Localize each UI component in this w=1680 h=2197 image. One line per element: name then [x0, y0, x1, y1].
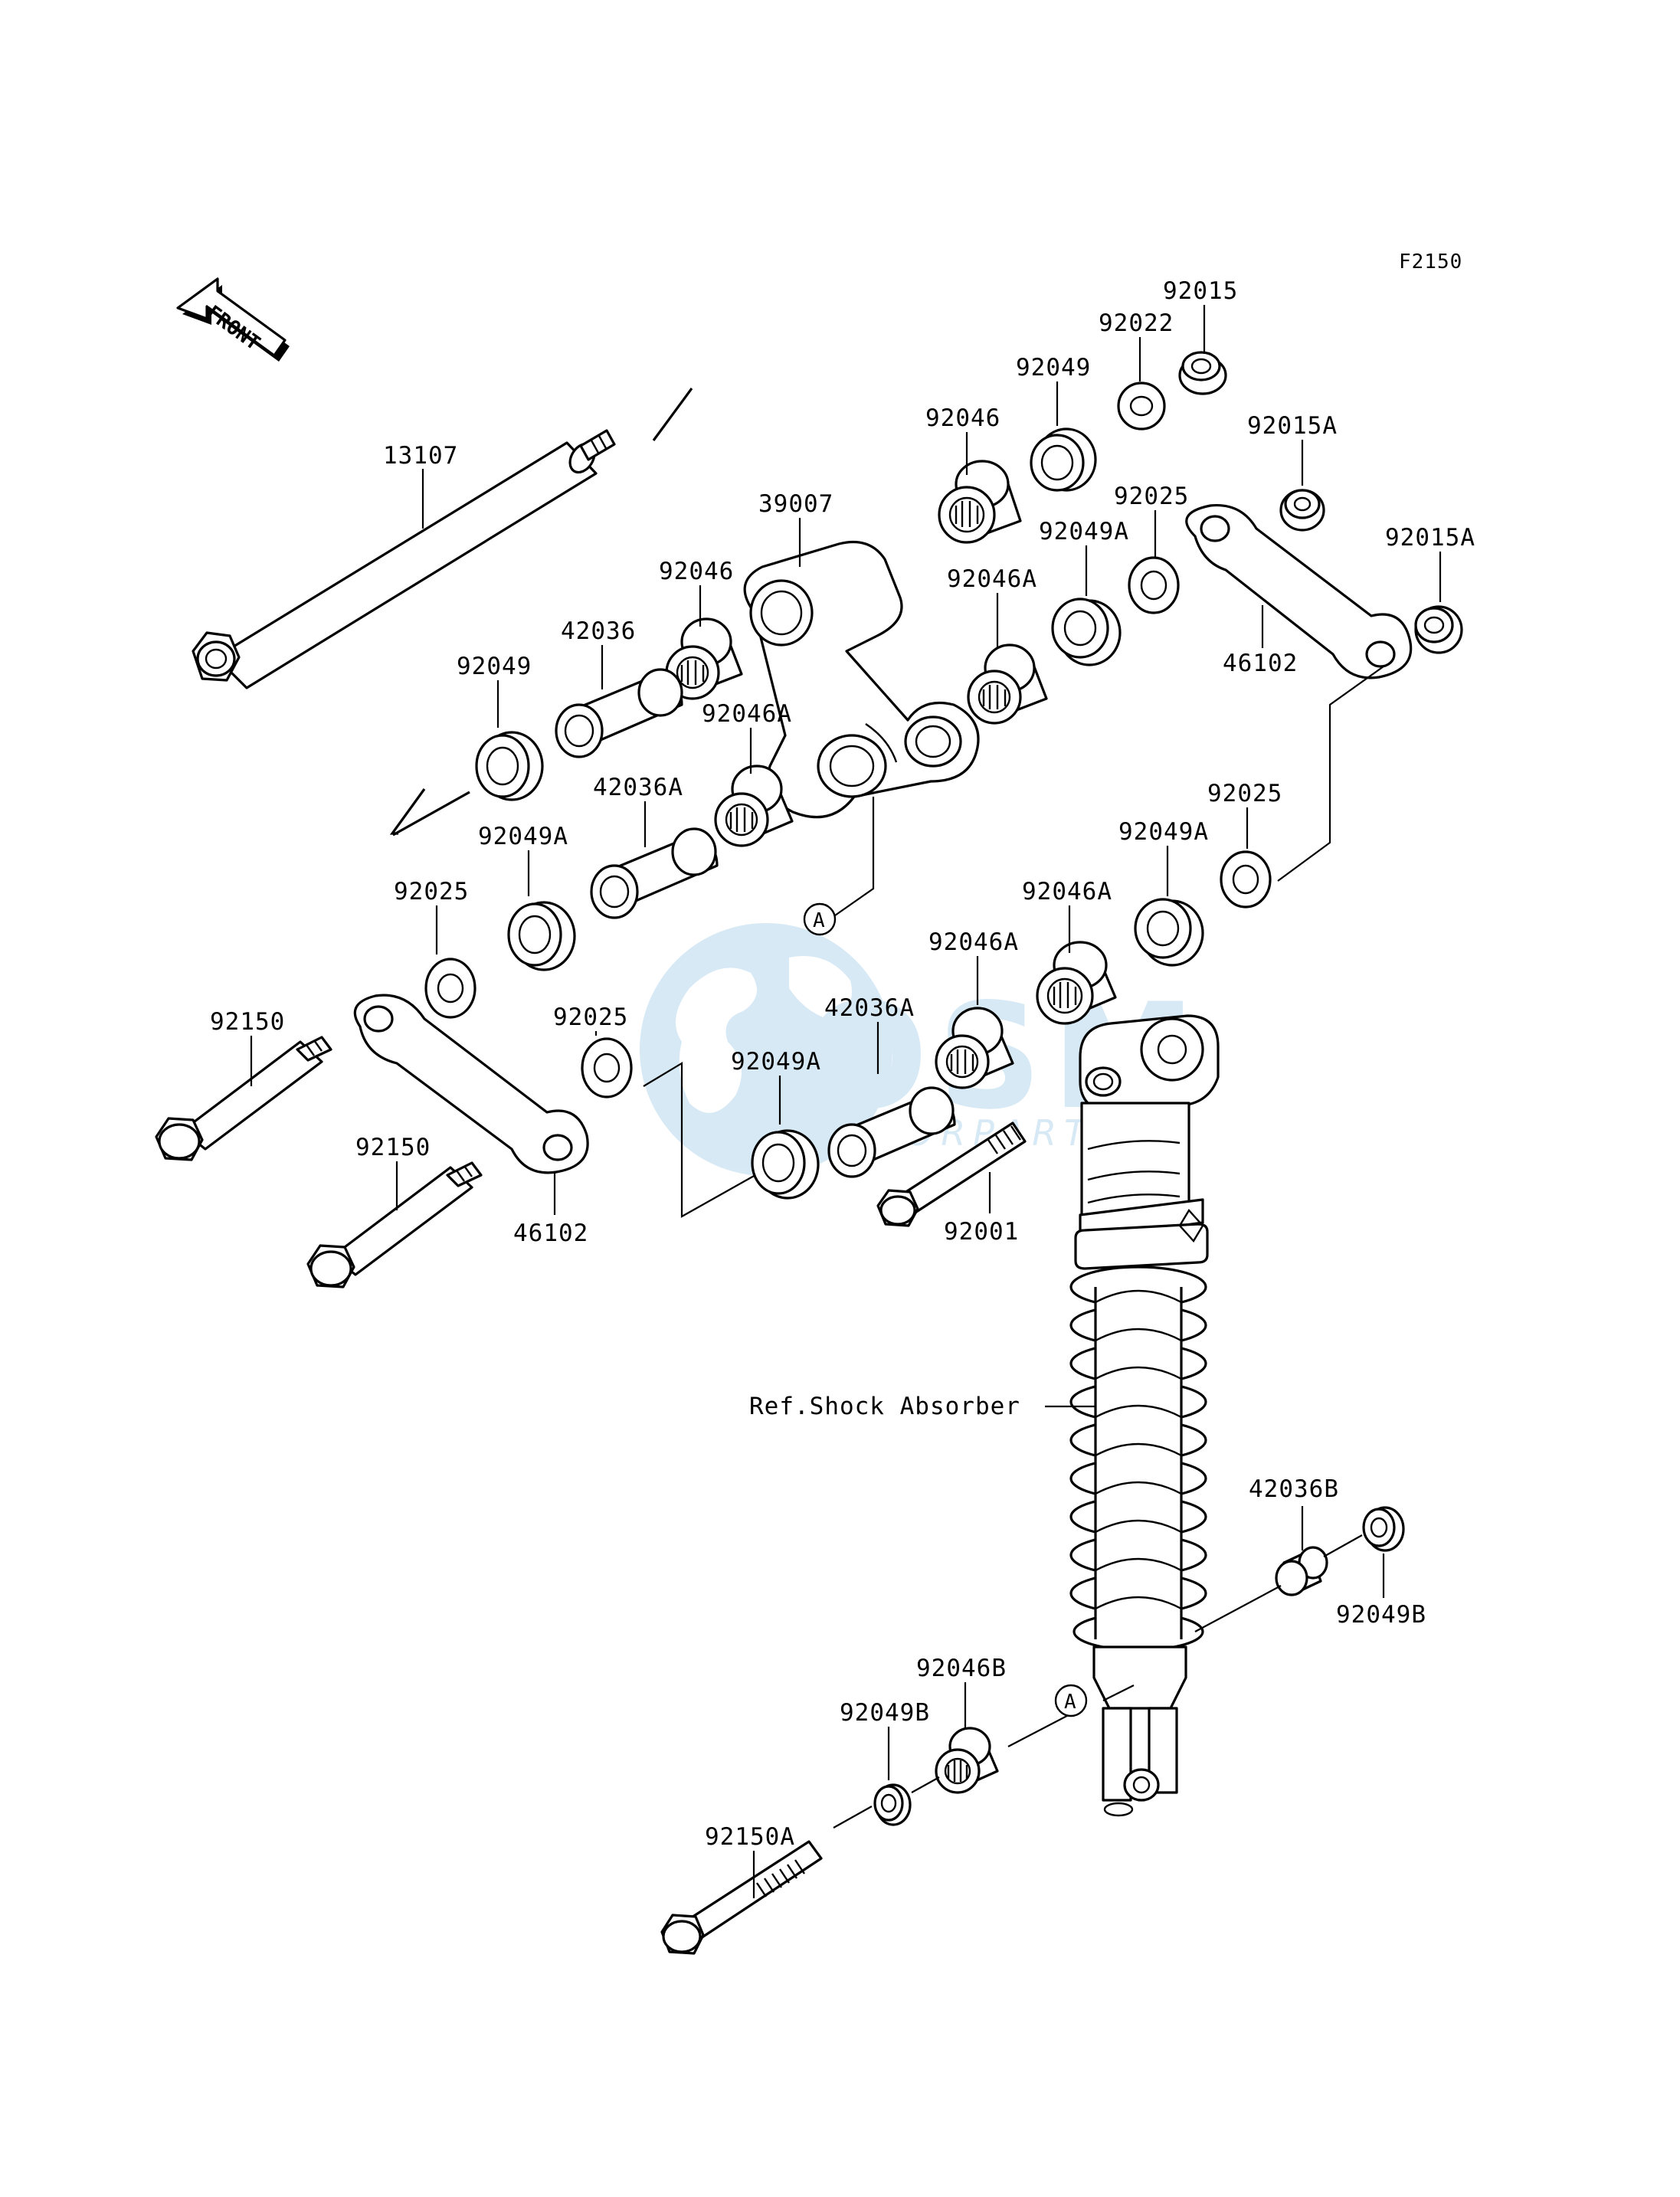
label-42036a-mid: 42036A — [593, 774, 683, 801]
watermark-continents — [676, 956, 852, 1113]
label-92046-rocker: 92046 — [659, 558, 734, 585]
label-92022: 92022 — [1099, 309, 1174, 337]
ref-marker-a-bottom-text: A — [1064, 1691, 1076, 1714]
pivot-shaft-13107 — [192, 388, 693, 837]
label-92025-left: 92025 — [394, 878, 469, 905]
clevis-right-line — [1194, 1534, 1363, 1632]
bolt-92150-bottom — [306, 1161, 483, 1288]
seal-92049b-lower — [873, 1783, 912, 1826]
label-92015: 92015 — [1163, 277, 1238, 305]
label-92049a-center: 92049A — [731, 1048, 821, 1076]
tie-rod-46102-right — [1185, 503, 1413, 679]
washer-92025-upper-right — [1128, 556, 1180, 614]
tie-rod-46102-left — [353, 994, 589, 1174]
bearing-92046-upper-right — [938, 460, 1022, 544]
label-92046b: 92046B — [916, 1655, 1007, 1682]
label-92049-ur: 92049 — [1016, 354, 1091, 381]
ref-shock-absorber-label: Ref.Shock Absorber — [749, 1393, 1020, 1420]
seal-92049-upper-right — [1030, 427, 1097, 492]
label-92025-center: 92025 — [553, 1004, 628, 1031]
label-92049a-mr: 92049A — [1118, 818, 1209, 846]
washer-92025-center — [581, 1037, 633, 1098]
shock-absorber — [1069, 1014, 1220, 1817]
collar-42036b — [1275, 1546, 1328, 1596]
bolt-92150a — [660, 1840, 823, 1955]
label-92046a-mid: 92046A — [1022, 878, 1112, 905]
label-42036a-center: 42036A — [824, 994, 915, 1022]
label-92049-ul: 92049 — [457, 653, 532, 680]
ref-marker-a-top: A — [803, 902, 837, 936]
collar-42036a-center — [827, 1086, 956, 1178]
label-46102-left: 46102 — [513, 1220, 588, 1247]
center-bracket-line — [643, 1062, 756, 1218]
nut-92015 — [1178, 351, 1227, 395]
label-13107: 13107 — [383, 442, 458, 470]
bearing-92046a-rocker — [714, 765, 794, 847]
label-46102-right: 46102 — [1223, 650, 1298, 677]
tie-rod-connector-line — [1277, 666, 1384, 882]
label-92015a-right: 92015A — [1385, 524, 1475, 552]
ref-marker-a-bottom: A — [1054, 1684, 1088, 1717]
bearing-92046a-rocker-right — [967, 643, 1048, 725]
front-arrow-icon: FRONT — [176, 277, 290, 362]
ref-marker-a-top-text: A — [813, 909, 825, 932]
collar-42036a-mid — [590, 827, 719, 919]
collar-42036 — [555, 668, 683, 758]
label-92049a-ur: 92049A — [1039, 518, 1129, 545]
bearing-92046a-center — [935, 1007, 1014, 1089]
label-92150-bottom: 92150 — [355, 1134, 431, 1161]
label-42036: 42036 — [561, 617, 636, 645]
washer-92022 — [1117, 381, 1166, 431]
label-92046a-center: 92046A — [928, 928, 1019, 956]
bolt-92150-top — [155, 1036, 332, 1161]
rocker-to-a-line — [834, 797, 875, 916]
bolt-lower-line — [833, 1776, 940, 1829]
seal-92049a-center — [751, 1129, 820, 1200]
label-92025-ur: 92025 — [1114, 483, 1189, 510]
washer-92025-right — [1220, 850, 1272, 909]
label-92046a-rocker: 92046A — [702, 700, 792, 728]
bolt-92001 — [876, 1121, 1027, 1227]
label-42036b: 42036B — [1249, 1475, 1339, 1503]
seal-92049a-upper-right — [1051, 598, 1122, 666]
label-92001: 92001 — [944, 1218, 1019, 1246]
nut-92015a-top — [1279, 489, 1325, 532]
bearing-92046a-mid — [1036, 941, 1117, 1025]
seal-92049b-right — [1362, 1506, 1405, 1552]
bearing-92046b — [935, 1727, 999, 1794]
label-92049b-right: 92049B — [1336, 1601, 1426, 1629]
label-92150-top: 92150 — [210, 1008, 285, 1036]
nut-92015a-right — [1414, 605, 1463, 654]
label-92015a-top: 92015A — [1247, 412, 1338, 440]
label-92150a: 92150A — [705, 1823, 795, 1851]
label-92049b-lower: 92049B — [840, 1699, 930, 1727]
figure-code: F2150 — [1399, 250, 1462, 273]
seal-92049-upper-left — [475, 731, 544, 801]
coil-spring — [1069, 1265, 1207, 1652]
seal-92049a-mid-left — [507, 901, 576, 971]
label-92046a-rr: 92046A — [947, 565, 1037, 593]
seal-92049a-mid-right — [1134, 898, 1204, 967]
label-39007: 39007 — [758, 490, 833, 518]
watermark-globe-icon — [640, 923, 892, 1176]
washer-92025-left — [424, 958, 476, 1019]
label-92025-right: 92025 — [1207, 780, 1282, 807]
label-92046-ur: 92046 — [925, 404, 1000, 432]
rocker-arm-39007 — [743, 540, 980, 819]
label-92049a-ml: 92049A — [478, 823, 568, 850]
